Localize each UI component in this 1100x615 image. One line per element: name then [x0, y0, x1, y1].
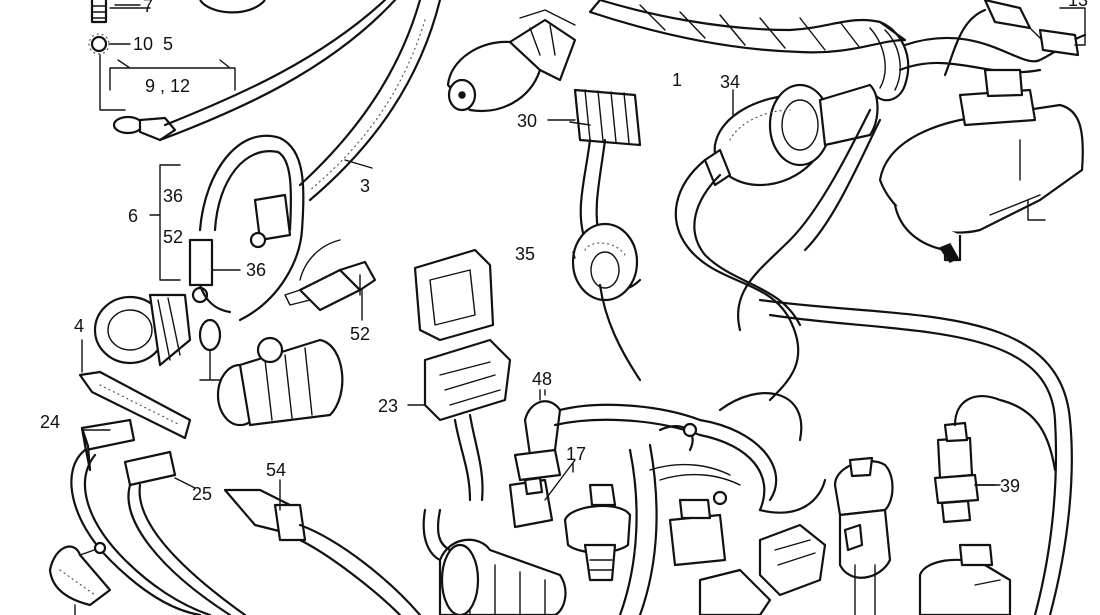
label-52-top: 52 — [163, 227, 183, 247]
label-3: 3 — [360, 176, 370, 196]
center-harness-loops — [583, 108, 1073, 615]
part-labels: 7 10 5 9 , 12 13 1 34 30 3 36 6 52 36 35… — [40, 0, 1088, 504]
component-bottom-middle — [668, 498, 827, 615]
alternator-part-4 — [93, 293, 192, 367]
callout-lines — [81, 4, 1001, 511]
connector-24 — [70, 418, 212, 615]
label-9-12: 9 , 12 — [145, 76, 190, 96]
label-13: 13 — [1068, 0, 1088, 10]
label-36-top: 36 — [163, 186, 183, 206]
label-30: 30 — [517, 111, 537, 131]
label-4: 4 — [74, 316, 84, 336]
label-52-bottom: 52 — [350, 324, 370, 344]
connector-25 — [123, 450, 247, 615]
label-10: 10 — [133, 34, 153, 54]
lower-center-harness — [618, 392, 827, 615]
cable-part-3 — [298, 0, 442, 202]
label-17: 17 — [566, 444, 586, 464]
coolant-reservoir — [878, 68, 1084, 263]
main-harness-part-1 — [588, 0, 1087, 102]
label-7: 7 — [143, 0, 153, 16]
label-39: 39 — [1000, 476, 1020, 496]
connector-30 — [547, 88, 642, 242]
label-23: 23 — [378, 396, 398, 416]
connector-54 — [223, 488, 422, 615]
sender-part-39 — [933, 395, 1057, 524]
sensor-bottom-right — [918, 543, 1012, 615]
label-25: 25 — [192, 484, 212, 504]
label-48: 48 — [532, 369, 552, 389]
bottom-left-boot — [48, 541, 112, 615]
sensor-part-17 — [508, 459, 576, 529]
label-6: 6 — [128, 206, 138, 226]
label-24: 24 — [40, 412, 60, 432]
label-5: 5 — [163, 34, 173, 54]
connector-13 — [943, 0, 1086, 77]
washer-10 — [88, 33, 131, 55]
ground-strap-4 — [78, 339, 192, 440]
bracket-part-23 — [407, 248, 512, 502]
label-1: 1 — [672, 70, 682, 90]
label-54: 54 — [266, 460, 286, 480]
bolt-7 — [90, 0, 266, 24]
connector-52 — [284, 239, 377, 312]
grommet-35 — [571, 222, 642, 382]
boot-bottom — [422, 508, 567, 615]
label-36-bottom: 36 — [246, 260, 266, 280]
battery-cable-group-6 — [149, 134, 305, 322]
distributor — [833, 456, 894, 615]
ground-strap — [99, 0, 397, 142]
boot-part-48 — [513, 389, 702, 482]
starter-motor — [198, 318, 344, 427]
sensor-temp — [563, 483, 632, 582]
sensor-top-middle — [446, 9, 577, 113]
label-35: 35 — [515, 244, 535, 264]
grommet-34 — [703, 83, 879, 187]
label-34: 34 — [720, 72, 740, 92]
